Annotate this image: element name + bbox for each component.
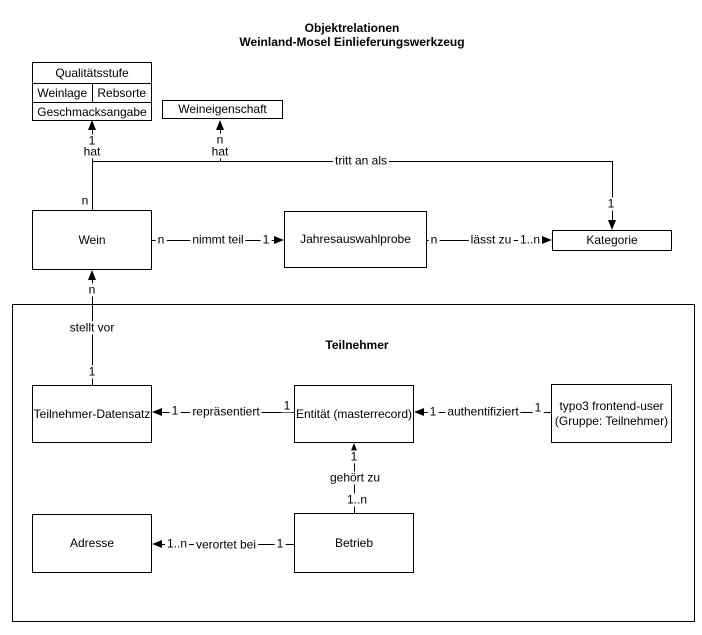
entity-adresse-label: Adresse [69,536,115,550]
arrowhead-repraesentiert-icon [152,408,162,416]
arrowhead-stellt-vor-icon [88,270,96,280]
arrowhead-hat-qualitaetsstufe-icon [88,120,96,130]
arrowhead-verortet-bei-icon [152,540,162,548]
entity-teilnehmer-datensatz: Teilnehmer-Datensatz [32,385,152,443]
entity-entitaet-masterrecord-label: Entität (masterrecord) [295,406,413,421]
entity-qualitaetsstufe-label: Qualitätsstufe [55,66,129,80]
entity-wein-label: Wein [78,232,106,247]
card-hat-qualitaetsstufe-source: n [79,193,91,208]
entity-kategorie: Kategorie [552,230,672,251]
card-nimmt-teil-target: 1 [260,232,272,247]
entity-entitaet-masterrecord: Entität (masterrecord) [294,385,414,443]
entity-weinlage-label: Weinlage [37,86,88,100]
label-laesst-zu: lässt zu [468,232,514,247]
label-hat-qualitaetsstufe: hat [81,144,103,159]
card-repraesentiert-target: 1 [169,403,181,418]
entity-jahresauswahlprobe: Jahresauswahlprobe [284,211,427,268]
entity-typo3-frontend-user-line1: typo3 frontend-user [559,398,664,413]
entity-kategorie-label: Kategorie [586,233,638,247]
label-hat-weineigenschaft: hat [209,144,231,159]
diagram-title: Objektrelationen Weinland-Mosel Einliefe… [102,21,602,49]
diagram-title-line1: Objektrelationen [304,21,400,35]
arrowhead-authentifiziert-icon [414,408,424,416]
entity-weinlage: Weinlage [33,84,92,102]
connector-wein-hat-qualitaetsstufe [92,122,93,210]
entity-rebsorte-label: Rebsorte [97,86,147,100]
entity-geschmacksangabe-label: Geschmacksangabe [37,104,147,119]
group-teilnehmer-label: Teilnehmer [307,338,407,352]
label-stellt-vor: stellt vor [67,320,117,335]
entity-adresse: Adresse [32,514,152,573]
card-nimmt-teil-source: n [155,232,167,247]
label-repraesentiert: repräsentiert [190,404,262,419]
label-gehoert-zu: gehört zu [327,470,383,485]
entity-weineigenschaft: Weineigenschaft [162,100,283,119]
card-laesst-zu-source: n [428,232,440,247]
card-gehoert-zu-target: 1 [348,449,360,464]
arrowhead-hat-weineigenschaft-icon [216,120,224,130]
entity-qualitaetsstufe: Qualitätsstufe [33,63,151,83]
card-repraesentiert-source: 1 [281,398,293,413]
card-authentifiziert-source: 1 [532,400,544,415]
diagram-title-line2: Weinland-Mosel Einlieferungswerkzeug [239,35,465,49]
entity-jahresauswahlprobe-label: Jahresauswahlprobe [300,232,411,246]
entity-weinlage-rebsorte-row: Weinlage Rebsorte [33,83,151,102]
arrowhead-nimmt-teil-icon [274,236,284,244]
card-stellt-vor-source: 1 [86,364,98,379]
label-authentifiziert: authentifiziert [445,404,521,419]
entity-weineigenschaft-label: Weineigenschaft [178,102,267,116]
entity-betrieb: Betrieb [294,513,414,573]
arrowhead-tritt-an-als-icon [608,220,616,230]
entity-qualitaetsstufe-table: Qualitätsstufe Weinlage Rebsorte Geschma… [32,62,152,121]
card-stellt-vor-target: n [86,282,98,297]
label-tritt-an-als: tritt an als [332,153,390,168]
arrowhead-gehoert-zu-icon [350,443,358,453]
entity-rebsorte: Rebsorte [91,84,152,102]
entity-teilnehmer-datensatz-label: Teilnehmer-Datensatz [33,406,151,421]
card-verortet-bei-source: 1 [274,536,286,551]
card-gehoert-zu-source: 1..n [344,492,370,507]
entity-typo3-frontend-user: typo3 frontend-user (Gruppe: Teilnehmer) [551,384,672,443]
entity-betrieb-label: Betrieb [334,535,374,550]
card-hat-qualitaetsstufe-target: 1 [86,133,98,148]
group-teilnehmer [12,304,695,622]
card-authentifiziert-target: 1 [427,404,439,419]
label-nimmt-teil: nimmt teil [190,232,246,247]
label-verortet-bei: verortet bei [193,537,259,552]
entity-geschmacksangabe: Geschmacksangabe [33,102,151,120]
card-tritt-an-als-target: 1 [605,196,617,211]
connector-tritt-an-als-vertical [612,161,613,221]
entity-typo3-frontend-user-line2: (Gruppe: Teilnehmer) [554,413,669,428]
arrowhead-laesst-zu-icon [542,236,552,244]
card-verortet-bei-target: 1..n [164,536,190,551]
card-hat-weineigenschaft-target: n [214,132,226,147]
card-laesst-zu-target: 1..n [517,232,543,247]
entity-wein: Wein [32,210,152,270]
